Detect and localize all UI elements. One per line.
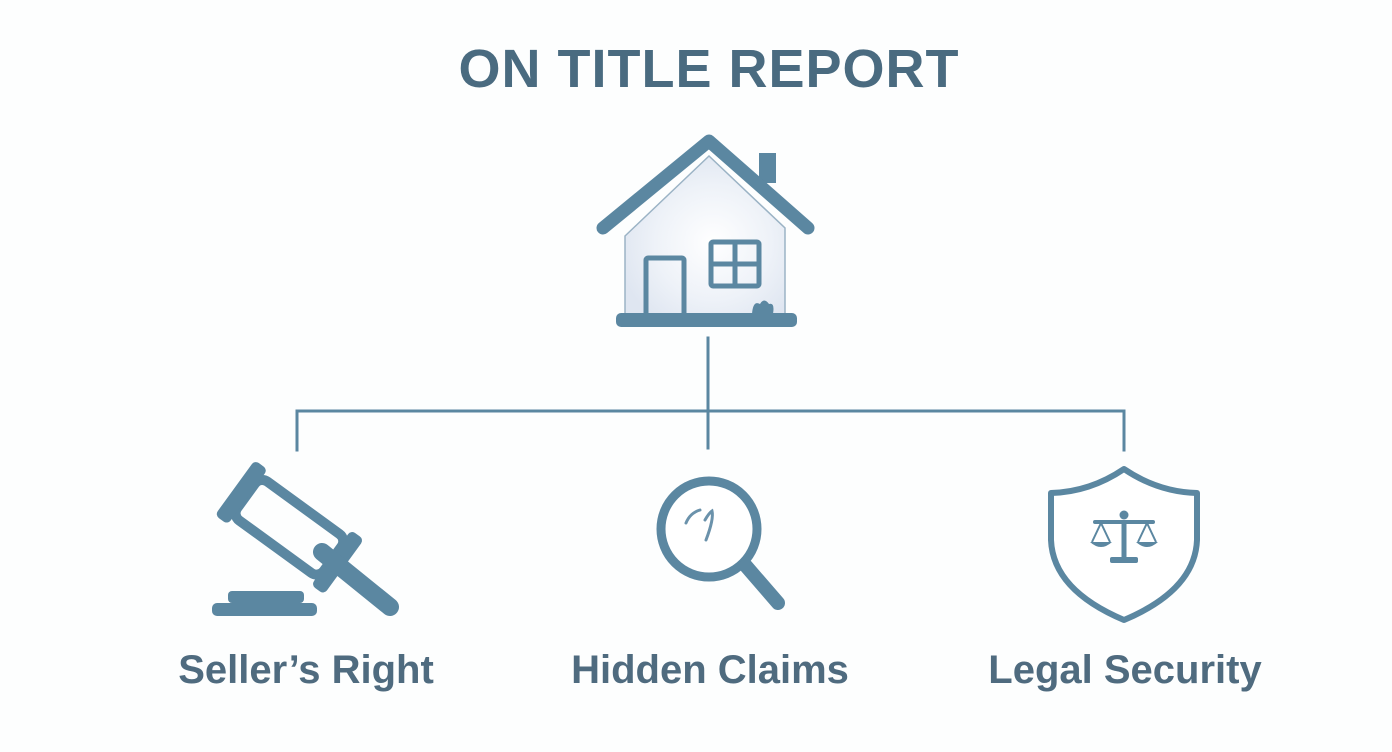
node-label-sellers-right: Seller’s Right [178, 648, 434, 692]
node-label-hidden-claims: Hidden Claims [571, 648, 849, 692]
gavel-icon [212, 462, 399, 616]
shield-scales-icon [1048, 466, 1200, 623]
house-icon [596, 134, 815, 327]
magnifying-glass-icon [656, 476, 785, 610]
diagram-title: ON TITLE REPORT [458, 39, 960, 99]
connector-lines [295, 336, 1126, 452]
node-label-legal-security: Legal Security [988, 648, 1262, 692]
